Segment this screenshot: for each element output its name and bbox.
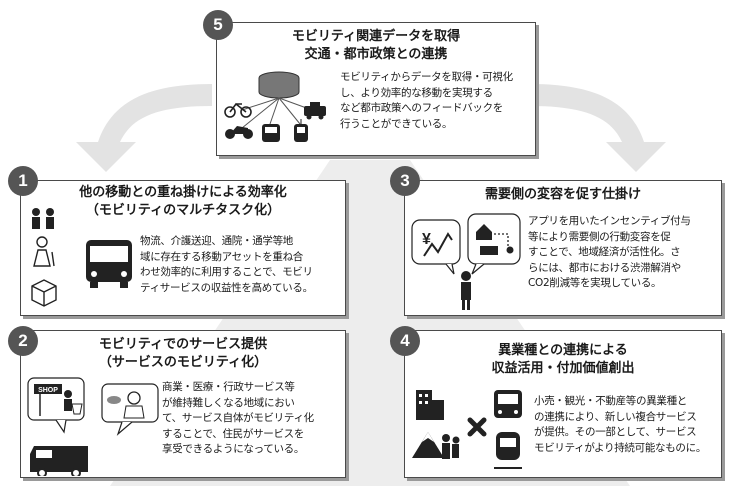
card-multitask bbox=[20, 180, 346, 316]
parcel-box-icon bbox=[31, 279, 57, 307]
card3-body-line: すことで、地域経済が活性化。さ bbox=[528, 246, 681, 258]
card3-body-line: アプリを用いたインセンティブ付与 bbox=[528, 215, 691, 227]
card1-body: 物流、介護送迎、通院・通学等地 域に存在する移動アセットを重ね合 わせ効率的に利… bbox=[140, 234, 346, 296]
card2-body-line: することで、住民がサービスを bbox=[162, 427, 305, 440]
shop-sign-label: SHOP bbox=[38, 387, 58, 394]
shop-sign-icon: SHOP bbox=[34, 384, 62, 416]
card1-icon-group bbox=[31, 208, 132, 307]
person-icon bbox=[461, 271, 471, 310]
bubble-left bbox=[411, 219, 461, 275]
card2-body-line: が維持難しくなる地域におい bbox=[162, 396, 295, 409]
card2-body-line: 享受できるようになっている。 bbox=[162, 443, 305, 455]
card1-body-line: 物流、介護送迎、通院・通学等地 bbox=[140, 235, 293, 247]
bubble-right bbox=[467, 213, 521, 275]
cross-icon bbox=[467, 417, 487, 437]
bicycle-icon bbox=[224, 102, 252, 118]
card4-body: 小売・観光・不動産等の異業種と の連携により、新しい複合サービス が提供。その一… bbox=[534, 394, 720, 456]
card3-body-line: CO2削減等を実現している。 bbox=[528, 277, 662, 289]
truck-icon bbox=[480, 246, 498, 255]
trend-up-icon bbox=[423, 232, 453, 257]
tram-icon bbox=[294, 119, 308, 142]
card4-title-line2: 収益活用・付加価値創出 bbox=[491, 361, 635, 376]
number-badge-4: 4 bbox=[390, 326, 420, 356]
card1-title-line1: 他の移動との重ね掛けによる効率化 bbox=[79, 185, 287, 200]
bus-icon bbox=[494, 390, 522, 418]
database-icon bbox=[258, 71, 300, 99]
card1-body-line: わせ効率的に利用することで、モビリ bbox=[140, 266, 313, 278]
card2-body-line: 商業・医療・行政サービス等 bbox=[162, 381, 295, 393]
card4-title-line1: 異業種との連携による bbox=[498, 343, 628, 358]
card2-body-line: て、サービス自体がモビリティ化 bbox=[162, 412, 314, 424]
route-icon bbox=[494, 233, 509, 250]
building-icon bbox=[416, 390, 444, 420]
card4-body-line: モビリティがより持続可能なものに。 bbox=[534, 441, 707, 454]
card2-title-line1: モビリティでのサービス提供 bbox=[98, 337, 268, 352]
card5-title-line1: モビリティ関連データを取得 bbox=[291, 29, 461, 44]
card3-body: アプリを用いたインセンティブ付与 等により需要側の行動変容を促 すことで、地域経… bbox=[528, 214, 722, 292]
card5-body-line: など都市政策へのフィードバックを bbox=[340, 102, 503, 114]
card5-icon-group bbox=[224, 71, 326, 142]
mountain-icon bbox=[412, 432, 444, 458]
card1-body-line: ティサービスの収益性を高めている。 bbox=[140, 281, 313, 294]
card5-title-line2: 交通・都市政策との連携 bbox=[304, 47, 448, 62]
card1-body-line: 域に存在する移動アセットを重ね合 bbox=[140, 250, 303, 263]
card5-body-line: 行うことができている。 bbox=[340, 117, 453, 130]
number-badge-3: 3 bbox=[390, 166, 420, 196]
number-badge-5: 5 bbox=[203, 10, 233, 40]
left-curved-arrow bbox=[76, 84, 212, 172]
card3-icon-group: ¥ bbox=[411, 213, 521, 310]
card4-icon-group bbox=[412, 390, 522, 469]
card1-title-line2: （モビリティのマルチタスク化） bbox=[85, 203, 281, 218]
card3-title-line1: 需要側の変容を促す仕掛け bbox=[484, 187, 641, 202]
card2-icon-group: SHOP bbox=[27, 377, 159, 476]
card4-body-line: 小売・観光・不動産等の異業種と bbox=[534, 395, 687, 407]
elderly-icon bbox=[33, 236, 55, 267]
card5-body: モビリティからデータを取得・可視化 し、より効率的な移動を実現する など都市政策… bbox=[340, 70, 536, 132]
doctor-icon bbox=[107, 391, 145, 419]
card3-body-line: らには、都市における渋滞解消や bbox=[528, 261, 681, 274]
home-icon bbox=[476, 224, 492, 240]
right-curved-arrow bbox=[530, 84, 666, 172]
taxi-icon bbox=[304, 102, 326, 120]
card4-body-line: の連携により、新しい複合サービス bbox=[534, 410, 697, 423]
bus-icon bbox=[86, 240, 132, 288]
motorcycle-icon bbox=[225, 126, 253, 139]
bus-icon bbox=[262, 124, 280, 142]
number-badge-1: 1 bbox=[8, 166, 38, 196]
card3-body-line: 等により需要側の行動変容を促 bbox=[528, 230, 671, 243]
card5-body-line: し、より効率的な移動を実現する bbox=[340, 86, 493, 99]
card4-body-line: が提供。その一部として、サービス bbox=[534, 426, 697, 438]
shopper-icon bbox=[64, 390, 83, 415]
train-icon bbox=[494, 432, 522, 469]
card2-body: 商業・医療・行政サービス等 が維持難しくなる地域におい て、サービス自体がモビリ… bbox=[162, 380, 346, 458]
yen-icon: ¥ bbox=[422, 231, 431, 248]
card2-title-line2: （サービスのモビリティ化） bbox=[98, 355, 268, 370]
card5-body-line: モビリティからデータを取得・可視化 bbox=[340, 71, 513, 83]
pin-icon bbox=[506, 246, 514, 254]
number-badge-2: 2 bbox=[8, 326, 38, 356]
students-icon bbox=[32, 208, 54, 229]
tourists-icon bbox=[442, 434, 460, 459]
van-icon bbox=[30, 446, 88, 476]
